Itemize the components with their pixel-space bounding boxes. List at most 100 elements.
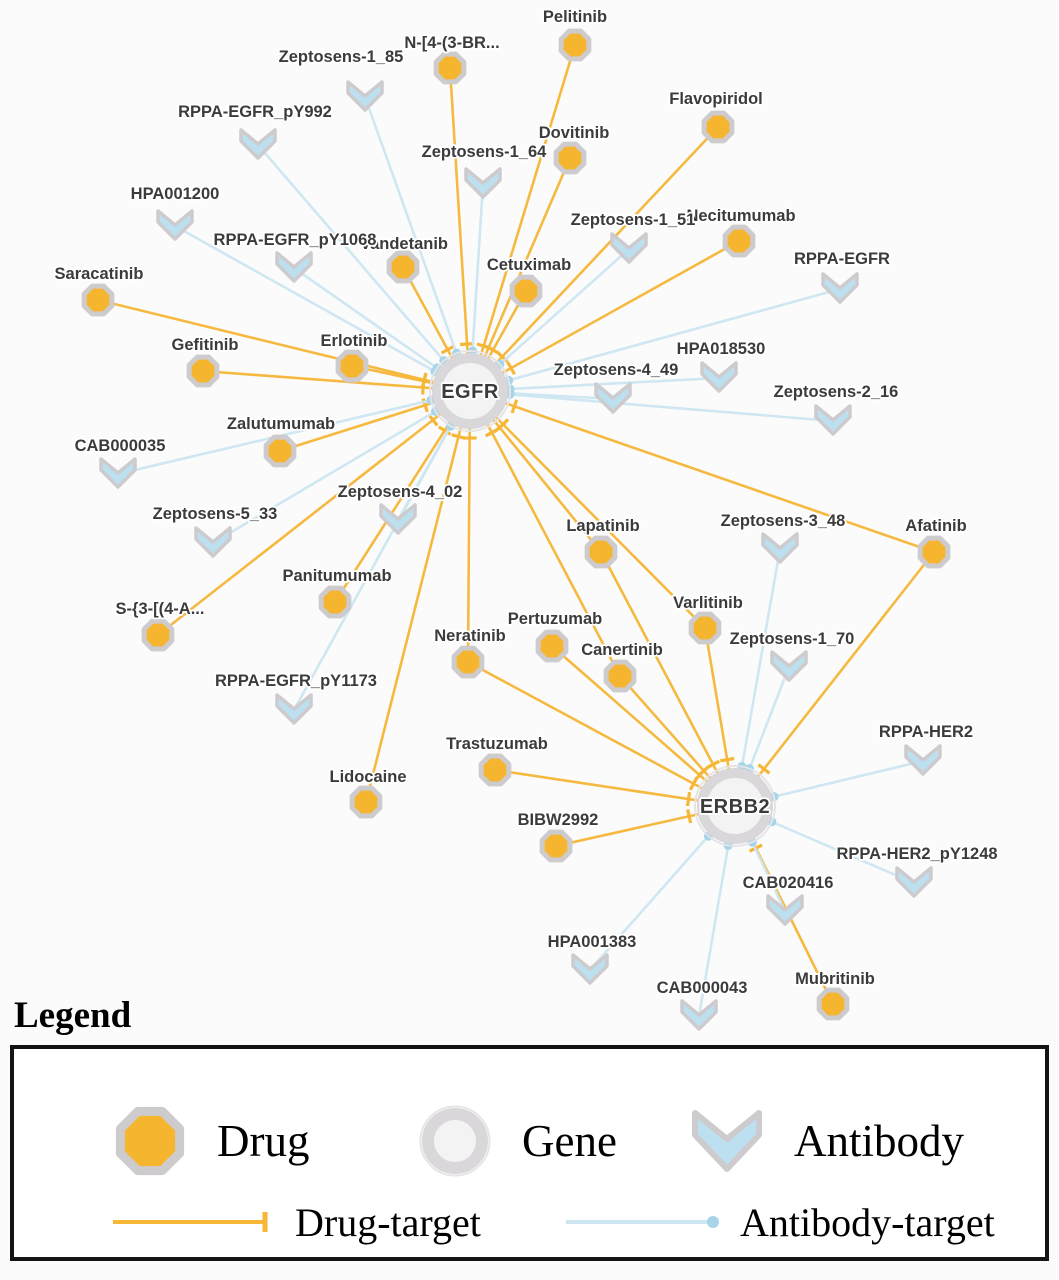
node-erbb2[interactable] <box>694 765 776 847</box>
node-bibw2992[interactable] <box>539 829 573 863</box>
node-zalutumumab[interactable] <box>263 434 297 468</box>
node-rppa-egfr-py992[interactable] <box>239 128 277 160</box>
node-n-4-3-br[interactable] <box>433 51 467 85</box>
node-zeptosens-4-02[interactable] <box>379 503 417 535</box>
node-pelitinib[interactable] <box>558 28 592 62</box>
node-hpa001383[interactable] <box>571 953 609 985</box>
node-rppa-egfr[interactable] <box>821 272 859 304</box>
legend-label-drug-target: Drug-target <box>295 1199 481 1245</box>
node-label-rppa-her2: RPPA-HER2 <box>879 723 973 741</box>
node-neratinib[interactable] <box>451 645 485 679</box>
node-lapatinib[interactable] <box>584 535 618 569</box>
node-label-zeptosens-4-02: Zeptosens-4_02 <box>338 483 463 501</box>
node-necitumumab[interactable] <box>722 224 756 258</box>
node-cab020416[interactable] <box>766 894 804 926</box>
node-cab000043[interactable] <box>680 999 718 1031</box>
node-label-canertinib: Canertinib <box>581 641 663 659</box>
node-label-hpa001200: HPA001200 <box>131 185 220 203</box>
node-vandetanib[interactable] <box>386 250 420 284</box>
node-saracatinib[interactable] <box>81 283 115 317</box>
node-label-zeptosens-4-49: Zeptosens-4_49 <box>554 361 679 379</box>
node-rppa-her2[interactable] <box>904 744 942 776</box>
node-label-pelitinib: Pelitinib <box>543 8 607 26</box>
node-zeptosens-1-85[interactable] <box>346 80 384 112</box>
node-panitumumab[interactable] <box>318 585 352 619</box>
node-label-rppa-egfr-py992: RPPA-EGFR_pY992 <box>178 103 332 121</box>
edge-neratinib-egfr <box>462 390 477 663</box>
node-label-gefitinib: Gefitinib <box>172 336 239 354</box>
node-zeptosens-2-16[interactable] <box>814 404 852 436</box>
legend-label-drug: Drug <box>217 1116 310 1166</box>
node-label-zeptosens-2-16: Zeptosens-2_16 <box>774 383 899 401</box>
edge-afatinib-egfr <box>469 389 935 554</box>
node-afatinib[interactable] <box>917 535 951 569</box>
node-varlitinib[interactable] <box>688 611 722 645</box>
labels-layer: EGFRERBB2PelitinibN-[4-(3-BR...Flavopiri… <box>53 6 1000 999</box>
node-label-zeptosens-1-85: Zeptosens-1_85 <box>279 48 404 66</box>
drug-target-line-icon <box>113 1212 268 1232</box>
node-label-necitumumab: Necitumumab <box>686 207 795 225</box>
node-rppa-her2-py1248[interactable] <box>895 866 933 898</box>
node-label-erbb2: ERBB2 <box>700 796 770 818</box>
node-s-3-4-a[interactable] <box>141 618 175 652</box>
node-label-hpa018530: HPA018530 <box>677 340 766 358</box>
edge-pelitinib-egfr <box>468 44 577 392</box>
node-rppa-egfr-py1173[interactable] <box>275 693 313 725</box>
node-trastuzumab[interactable] <box>478 753 512 787</box>
legend-title: Legend <box>14 995 132 1036</box>
drug-octagon-icon <box>115 1106 185 1176</box>
node-label-mubritinib: Mubritinib <box>795 970 875 988</box>
node-label-dovitinib: Dovitinib <box>539 124 610 142</box>
node-zeptosens-3-48[interactable] <box>761 532 799 564</box>
node-label-zeptosens-1-51: Zeptosens-1_51 <box>571 211 696 229</box>
node-label-cab000043: CAB000043 <box>657 979 748 997</box>
legend-item-antibody-target: Antibody-target <box>562 1197 995 1247</box>
node-dovitinib[interactable] <box>553 141 587 175</box>
legend-label-gene: Gene <box>522 1116 617 1166</box>
node-flavopiridol[interactable] <box>701 110 735 144</box>
legend-item-drug: Drug <box>109 1099 309 1183</box>
node-label-cab020416: CAB020416 <box>743 874 834 892</box>
node-egfr[interactable] <box>429 350 511 432</box>
edge-varlitinib-egfr <box>469 390 706 629</box>
node-erlotinib[interactable] <box>335 349 369 383</box>
node-mubritinib[interactable] <box>816 987 850 1021</box>
node-lidocaine[interactable] <box>349 785 383 819</box>
node-hpa001200[interactable] <box>156 209 194 241</box>
node-hpa018530[interactable] <box>700 361 738 393</box>
node-label-trastuzumab: Trastuzumab <box>446 735 548 753</box>
node-label-lidocaine: Lidocaine <box>329 768 406 786</box>
node-zeptosens-1-70[interactable] <box>770 650 808 682</box>
node-zeptosens-5-33[interactable] <box>194 526 232 558</box>
legend-label-antibody: Antibody <box>794 1116 965 1166</box>
node-label-rppa-egfr-py1068: RPPA-EGFR_pY1068 <box>214 231 377 249</box>
node-zeptosens-4-49[interactable] <box>594 382 632 414</box>
node-label-vandetanib: Vandetanib <box>360 235 448 253</box>
node-cetuximab[interactable] <box>509 274 543 308</box>
node-pertuzumab[interactable] <box>535 629 569 663</box>
node-zeptosens-1-64[interactable] <box>464 167 502 199</box>
edges-layer <box>97 44 936 1017</box>
node-label-egfr: EGFR <box>441 381 499 403</box>
node-canertinib[interactable] <box>603 659 637 693</box>
node-zeptosens-1-51[interactable] <box>610 232 648 264</box>
node-cab000035[interactable] <box>99 457 137 489</box>
edge-canertinib-egfr <box>468 390 622 677</box>
legend-label-antibody-target: Antibody-target <box>740 1199 995 1245</box>
edge-afatinib-erbb2 <box>733 551 936 807</box>
node-label-erlotinib: Erlotinib <box>321 332 388 350</box>
legend-item-antibody: Antibody <box>686 1099 964 1183</box>
legend-item-gene: Gene <box>414 1099 617 1183</box>
node-label-zeptosens-1-70: Zeptosens-1_70 <box>730 630 855 648</box>
node-label-cetuximab: Cetuximab <box>487 256 571 274</box>
node-label-hpa001383: HPA001383 <box>548 933 637 951</box>
node-label-s-3-4-a: S-{3-[(4-A... <box>116 600 205 618</box>
node-rppa-egfr-py1068[interactable] <box>275 251 313 283</box>
antibody-target-line-icon <box>566 1216 719 1228</box>
node-gefitinib[interactable] <box>186 354 220 388</box>
node-label-cab000035: CAB000035 <box>75 437 166 455</box>
edge-necitumumab-egfr <box>469 239 740 393</box>
node-label-varlitinib: Varlitinib <box>673 594 743 612</box>
node-label-n-4-3-br: N-[4-(3-BR... <box>404 34 499 52</box>
legend-item-drug-target: Drug-target <box>109 1197 481 1247</box>
